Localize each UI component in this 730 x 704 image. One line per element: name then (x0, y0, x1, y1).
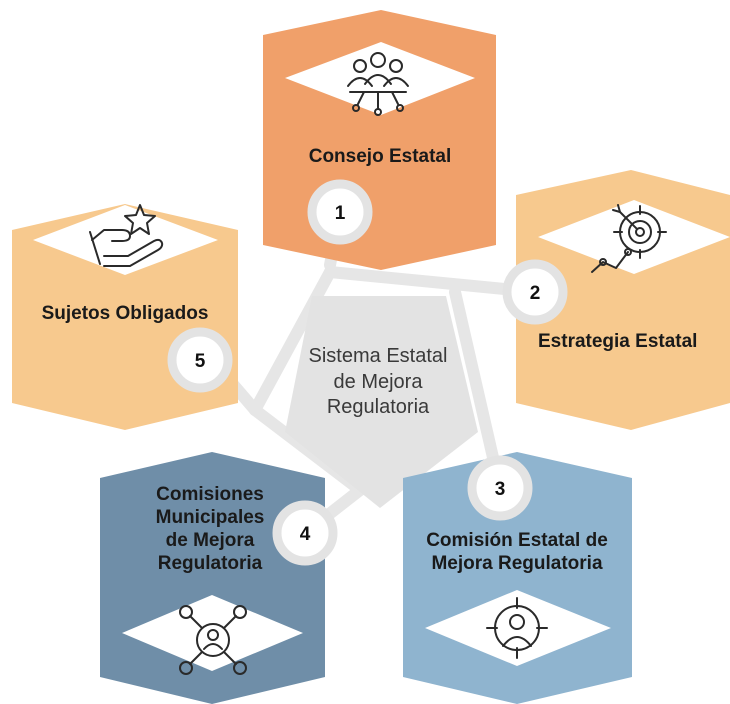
icon-panel-2 (538, 200, 730, 274)
target-strategy-icon (591, 204, 667, 273)
icon-panel-4 (122, 595, 303, 671)
person-target-icon (486, 597, 548, 659)
center-pentagon (285, 296, 478, 508)
connector-5 (249, 266, 336, 416)
number-badge-5 (167, 327, 233, 393)
node-comision-estatal: Comisión Estatal de Mejora Regulatoria 3 (403, 452, 632, 704)
node-consejo-estatal: Consejo Estatal 1 (263, 10, 496, 270)
node-estrategia-estatal: Estrategia Estatal 2 (502, 170, 730, 430)
label-4-line-4: Regulatoria (158, 553, 263, 574)
number-5: 5 (195, 351, 206, 372)
label-1-line-1: Consejo Estatal (309, 146, 452, 167)
label-5-line-1: Sujetos Obligados (42, 303, 209, 324)
label-3-line-2: Mejora Regulatoria (431, 553, 602, 574)
number-4: 4 (300, 524, 311, 545)
label-3-line-1: Comisión Estatal de (426, 530, 608, 551)
node-sujetos-obligados: Sujetos Obligados 5 (12, 204, 238, 430)
center-line-3: Regulatoria (327, 396, 430, 418)
network-person-icon (179, 605, 247, 675)
connector-3 (449, 286, 506, 494)
icon-panel-1 (285, 42, 475, 115)
number-2: 2 (530, 283, 541, 304)
number-badge-1 (307, 179, 373, 245)
connector-2 (324, 266, 541, 298)
number-badge-3 (467, 455, 533, 521)
center-line-1: Sistema Estatal (309, 345, 448, 367)
label-4-line-1: Comisiones (156, 484, 264, 505)
node-comisiones-municipales: Comisiones Municipales de Mejora Regulat… (100, 452, 338, 704)
center-line-2: de Mejora (334, 371, 424, 393)
label-2-line-1: Estrategia Estatal (538, 331, 697, 352)
number-1: 1 (335, 203, 346, 224)
number-3: 3 (495, 479, 506, 500)
label-4-line-2: Municipales (156, 507, 265, 528)
hand-star-icon (89, 204, 164, 267)
number-badge-2 (502, 259, 568, 325)
label-4-line-3: de Mejora (166, 530, 255, 551)
meeting-group-icon (347, 52, 409, 116)
number-badge-4 (272, 500, 338, 566)
